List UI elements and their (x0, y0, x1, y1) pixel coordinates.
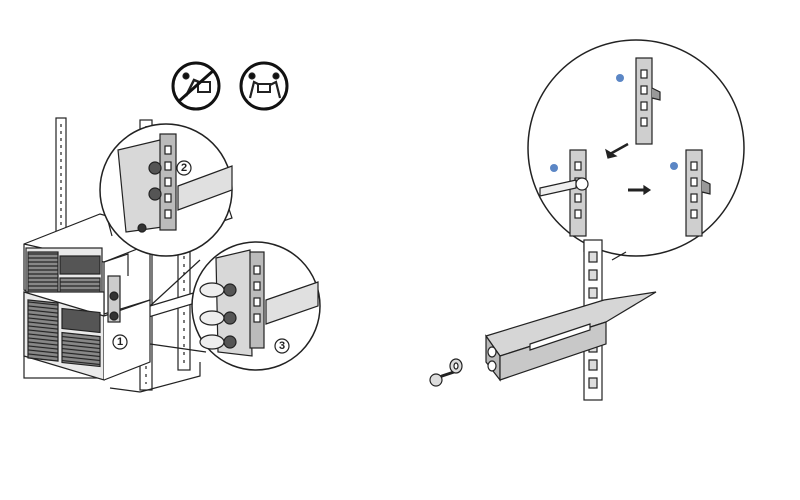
rack-post-detail-left (539, 149, 589, 237)
rack-post-detail-top (616, 57, 661, 145)
detail-magnifier-2: 2 (99, 123, 233, 257)
detail-magnifier-top (527, 39, 745, 261)
dot-marker-3 (670, 162, 678, 170)
callout-2-label: 2 (181, 162, 187, 174)
no-single-person-lift-icon (171, 61, 221, 111)
detail-magnifier-3: 3 (149, 241, 321, 371)
washer-icon (449, 358, 463, 374)
screw-icon (429, 370, 455, 387)
callout-3-label: 3 (279, 340, 285, 352)
callout-1: 1 (112, 334, 128, 350)
rack-post-detail-right (670, 149, 711, 237)
dot-marker-1 (616, 74, 624, 82)
right-panel (429, 39, 745, 401)
support-bracket (485, 291, 657, 382)
dot-marker-2 (550, 164, 558, 172)
callout-1-label: 1 (117, 336, 123, 348)
two-person-lift-icon (239, 61, 289, 111)
server-chassis (23, 213, 151, 381)
left-panel: 1 2 (23, 61, 321, 393)
arrow-left-icon (609, 142, 629, 156)
